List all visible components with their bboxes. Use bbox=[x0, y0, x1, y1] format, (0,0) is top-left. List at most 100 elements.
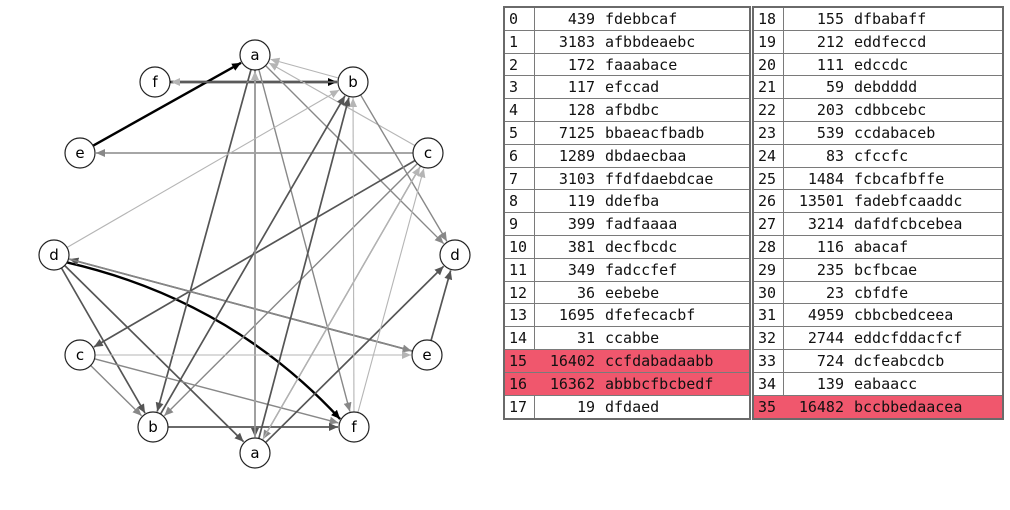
node-label: c bbox=[76, 346, 84, 364]
row-sequence: fadfaaaa bbox=[605, 215, 678, 234]
row-count: 724 bbox=[816, 351, 844, 370]
node-circle bbox=[239, 39, 271, 71]
row-sequence: ffdfdaebdcae bbox=[605, 169, 714, 188]
edge-f_bottom-to-c_right bbox=[357, 168, 426, 413]
node-circle bbox=[412, 137, 444, 169]
row-index: 27 bbox=[758, 215, 777, 234]
row-index: 0 bbox=[509, 10, 519, 28]
row-sequence: ccfdabadaabb bbox=[605, 351, 714, 370]
graph-node-f_top: f bbox=[139, 66, 171, 98]
graph-node-e_left: e bbox=[64, 137, 96, 169]
row-count: 16482 bbox=[798, 397, 844, 416]
row-index: 4 bbox=[509, 101, 519, 120]
row-count: 155 bbox=[816, 10, 844, 28]
row-sequence: faaabace bbox=[605, 55, 678, 74]
row-sequence: decfbcdc bbox=[605, 237, 678, 256]
node-circle bbox=[38, 239, 70, 271]
edge-d_left-to-b_top bbox=[66, 89, 340, 248]
node-label: e bbox=[422, 346, 431, 364]
row-count: 3103 bbox=[558, 169, 595, 188]
row-index: 12 bbox=[509, 283, 528, 302]
edge-d_left-to-f_bottom bbox=[66, 261, 342, 420]
row-sequence: dcfeabcdcb bbox=[854, 351, 945, 370]
row-sequence: abacaf bbox=[854, 237, 909, 256]
edge-e_right-to-d_right bbox=[430, 270, 453, 341]
row-index: 22 bbox=[758, 101, 777, 120]
row-sequence: dfdaed bbox=[605, 397, 660, 416]
row-count: 1289 bbox=[558, 146, 595, 165]
row-count: 128 bbox=[567, 101, 595, 120]
row-sequence: fadebfcaaddc bbox=[854, 192, 963, 211]
edge-e_left-to-a_top bbox=[92, 61, 242, 147]
node-label: b bbox=[148, 418, 158, 436]
row-sequence: eabaacc bbox=[854, 374, 918, 393]
row-count: 3214 bbox=[807, 215, 844, 234]
row-sequence: bcfbcae bbox=[854, 260, 918, 279]
row-count: 16402 bbox=[549, 351, 595, 370]
row-index: 14 bbox=[509, 329, 528, 348]
row-index: 28 bbox=[758, 237, 777, 256]
row-index: 25 bbox=[758, 169, 777, 188]
row-count: 16362 bbox=[549, 374, 595, 393]
row-count: 111 bbox=[816, 55, 844, 74]
row-index: 11 bbox=[509, 260, 528, 279]
node-label: c bbox=[424, 144, 432, 162]
row-sequence: fdebbcaf bbox=[605, 10, 678, 28]
row-count: 1695 bbox=[558, 306, 595, 325]
node-circle bbox=[239, 437, 271, 469]
node-label: f bbox=[351, 418, 357, 436]
node-circle bbox=[337, 66, 369, 98]
row-count: 23 bbox=[825, 283, 844, 302]
row-count: 539 bbox=[816, 123, 844, 142]
table-row: 27 3214 dafdfcbcebea bbox=[754, 213, 1002, 236]
edge-f_bottom-to-b_top bbox=[349, 97, 358, 413]
row-sequence: dafdfcbcebea bbox=[854, 215, 963, 234]
row-index: 21 bbox=[758, 78, 777, 97]
row-index: 34 bbox=[758, 374, 777, 393]
row-sequence: cbfdfe bbox=[854, 283, 909, 302]
row-count: 83 bbox=[825, 146, 844, 165]
graph-node-b_top: b bbox=[337, 66, 369, 98]
edge-d_left-to-e_right bbox=[68, 258, 412, 353]
node-circle bbox=[338, 411, 370, 443]
edge-d_left-to-b_bottom bbox=[60, 267, 146, 414]
row-index: 16 bbox=[509, 374, 528, 393]
row-sequence: afbbdeaebc bbox=[605, 32, 696, 51]
graph-node-a_bottom: a bbox=[239, 437, 271, 469]
node-label: a bbox=[250, 444, 259, 462]
edge-c_right-to-b_bottom bbox=[163, 163, 418, 417]
row-sequence: cfccfc bbox=[854, 146, 909, 165]
node-label: a bbox=[250, 46, 259, 64]
row-index: 1 bbox=[509, 32, 519, 51]
row-index: 31 bbox=[758, 306, 777, 325]
graph-node-c_left: c bbox=[64, 339, 96, 371]
row-count: 399 bbox=[567, 215, 595, 234]
graph-node-d_right: d bbox=[439, 239, 471, 271]
row-index: 23 bbox=[758, 123, 777, 142]
edge-d_left-to-a_bottom bbox=[64, 264, 245, 443]
node-circle bbox=[64, 137, 96, 169]
row-index: 32 bbox=[758, 329, 777, 348]
